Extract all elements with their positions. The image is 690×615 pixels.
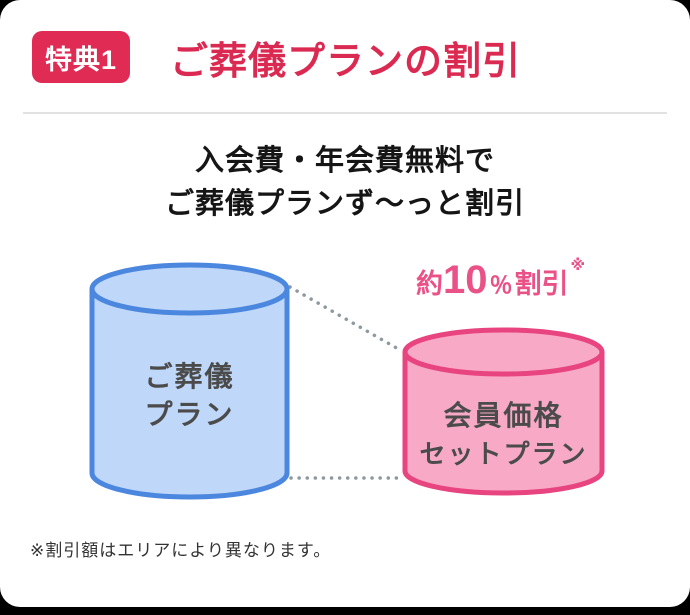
member-plan-label: 会員価格 セットプラン xyxy=(405,397,602,473)
discount-prefix: 約 xyxy=(415,269,443,299)
member-plan-cylinder-body xyxy=(402,352,605,496)
connector-top-dotted-line xyxy=(288,285,402,352)
headline-line2: ご葬儀プランず〜っと割引 xyxy=(164,188,525,220)
regular-plan-label-line2: プラン xyxy=(144,399,235,430)
regular-plan-label: ご葬儀 プラン xyxy=(92,358,287,434)
discount-value: 10 xyxy=(442,258,488,302)
price-comparison-diagram xyxy=(89,262,605,500)
header-divider xyxy=(23,112,667,114)
benefit-number-badge: 特典1 xyxy=(32,31,130,83)
member-plan-label-line2: セットプラン xyxy=(419,439,588,469)
page-title: ご葬儀プランの割引 xyxy=(170,40,522,83)
discount-note-mark: ※ xyxy=(570,257,586,274)
headline-line1: 入会費・年会費無料で xyxy=(194,145,495,177)
discount-suffix: 割引 xyxy=(514,269,569,299)
benefit-number-badge-label: 特典1 xyxy=(44,44,118,75)
regular-plan-cylinder-top xyxy=(89,262,290,316)
member-plan-label-line1: 会員価格 xyxy=(443,400,564,431)
discount-percent-sign: ％ xyxy=(489,272,513,298)
member-plan-cylinder-top xyxy=(402,327,605,377)
regular-plan-cylinder-body xyxy=(89,289,290,500)
regular-plan-label-line1: ご葬儀 xyxy=(144,361,235,392)
headline: 入会費・年会費無料で ご葬儀プランず〜っと割引 xyxy=(0,140,690,226)
footnote: ※割引額はエリアにより異なります。 xyxy=(30,541,332,560)
